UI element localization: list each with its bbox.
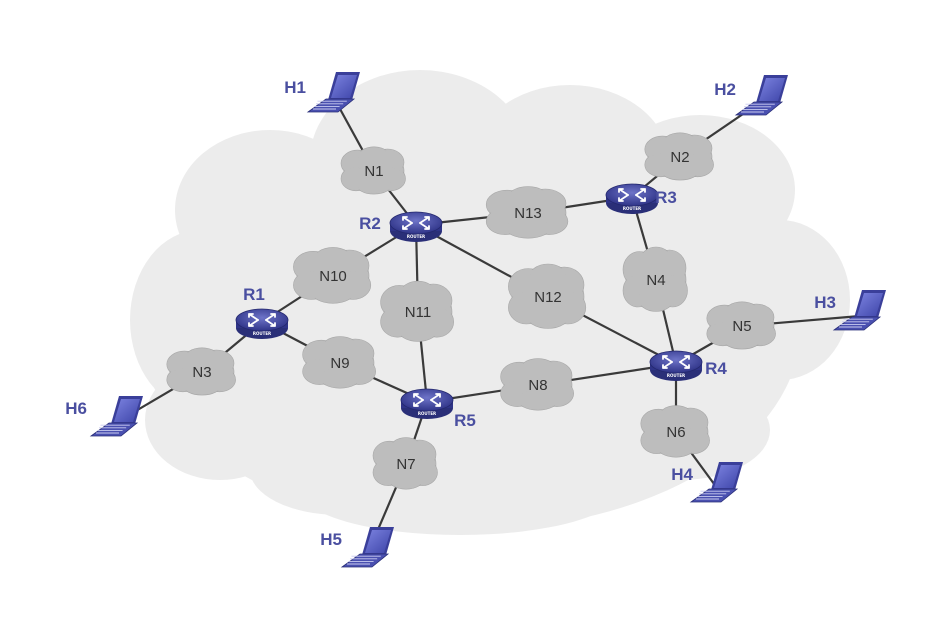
network-cloud-n1[interactable]: N1 <box>340 146 406 195</box>
network-label-n6: N6 <box>666 424 685 441</box>
host-label-h1: H1 <box>284 78 306 97</box>
host-h4[interactable]: H4 <box>671 462 743 503</box>
network-cloud-n2[interactable]: N2 <box>644 132 714 181</box>
host-label-h2: H2 <box>714 80 736 99</box>
laptop-icon <box>89 396 143 437</box>
router-label-r5: R5 <box>454 411 476 430</box>
network-cloud-n13[interactable]: N13 <box>485 186 569 239</box>
router-arrows-icon <box>248 313 276 327</box>
host-label-h4: H4 <box>671 465 693 484</box>
network-label-n7: N7 <box>396 456 415 473</box>
router-r5[interactable]: ROUTER R5 <box>400 388 476 430</box>
network-label-n8: N8 <box>528 377 547 394</box>
network-cloud-n10[interactable]: N10 <box>293 247 372 304</box>
laptop-icon <box>689 462 743 503</box>
laptop-icon <box>306 72 360 113</box>
router-r2[interactable]: ROUTER R2 <box>359 211 443 242</box>
router-r1[interactable]: ROUTER R1 <box>235 285 289 339</box>
host-h1[interactable]: H1 <box>284 72 360 113</box>
network-label-n9: N9 <box>330 355 349 372</box>
network-cloud-n6[interactable]: N6 <box>640 405 710 458</box>
host-h2[interactable]: H2 <box>714 75 788 116</box>
laptop-icon <box>734 75 788 116</box>
laptop-icon <box>832 290 886 331</box>
router-sublabel: ROUTER <box>623 206 641 211</box>
host-label-h3: H3 <box>814 293 836 312</box>
network-label-n4: N4 <box>646 272 665 289</box>
network-label-n10: N10 <box>319 268 347 285</box>
network-cloud-n8[interactable]: N8 <box>500 358 575 411</box>
laptop-icon <box>340 527 394 568</box>
router-arrows-icon <box>413 393 441 407</box>
host-h3[interactable]: H3 <box>814 290 886 331</box>
router-sublabel: ROUTER <box>407 234 425 239</box>
network-cloud-n9[interactable]: N9 <box>302 336 377 389</box>
router-sublabel: ROUTER <box>418 411 436 416</box>
router-r3[interactable]: ROUTER R3 <box>605 183 677 214</box>
network-cloud-n3[interactable]: N3 <box>166 347 236 396</box>
router-label-r1: R1 <box>243 285 265 304</box>
network-cloud-n7[interactable]: N7 <box>372 437 438 490</box>
router-arrows-icon <box>662 355 690 369</box>
network-cloud-n11[interactable]: N11 <box>380 280 455 342</box>
router-r4[interactable]: ROUTER R4 <box>649 350 727 381</box>
router-label-r4: R4 <box>705 359 727 378</box>
router-arrows-icon <box>618 188 646 202</box>
network-cloud-n5[interactable]: N5 <box>706 301 776 350</box>
router-sublabel: ROUTER <box>253 331 271 336</box>
network-label-n11: N11 <box>405 304 431 321</box>
host-h5[interactable]: H5 <box>320 527 394 568</box>
network-label-n3: N3 <box>192 364 211 381</box>
router-arrows-icon <box>402 216 430 230</box>
network-label-n5: N5 <box>732 318 751 335</box>
network-label-n13: N13 <box>514 205 542 222</box>
router-label-r2: R2 <box>359 214 381 233</box>
network-label-n2: N2 <box>670 149 689 166</box>
network-cloud-n12[interactable]: N12 <box>508 263 587 329</box>
network-cloud-n4[interactable]: N4 <box>622 246 688 312</box>
host-label-h6: H6 <box>65 399 87 418</box>
host-label-h5: H5 <box>320 530 342 549</box>
router-label-r3: R3 <box>655 188 677 207</box>
network-label-n1: N1 <box>364 163 383 180</box>
network-label-n12: N12 <box>534 289 562 306</box>
router-sublabel: ROUTER <box>667 373 685 378</box>
host-h6[interactable]: H6 <box>65 396 143 437</box>
